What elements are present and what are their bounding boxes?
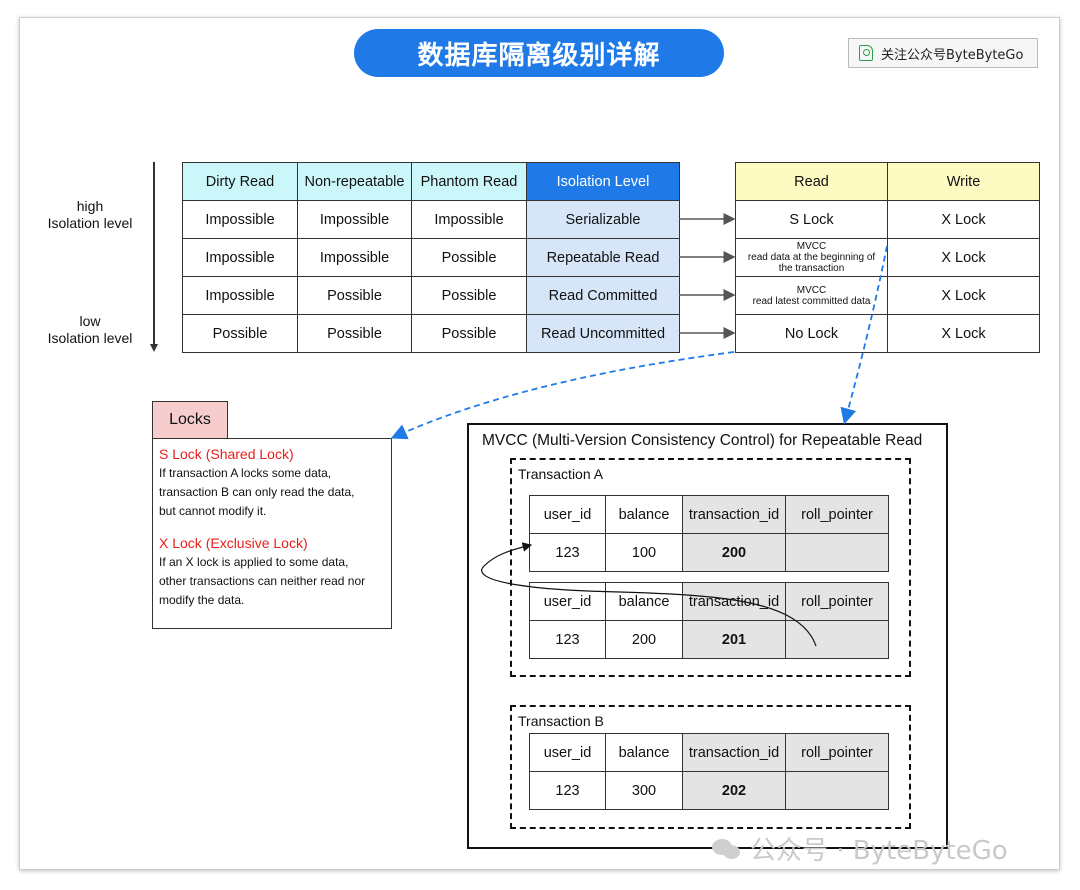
- high-isolation-label: high Isolation level: [30, 198, 150, 232]
- transaction-a-record-1: user_id balance transaction_id roll_poin…: [529, 495, 889, 572]
- table-row: S Lock X Lock: [735, 200, 1040, 239]
- transaction-a-box: [510, 458, 911, 677]
- column-header: user_id: [529, 733, 606, 772]
- watermark-text: 公众号 · ByteByteGo: [750, 836, 1008, 866]
- table-row: user_id balance transaction_id roll_poin…: [529, 733, 889, 772]
- s-lock-line: but cannot modify it.: [159, 504, 267, 518]
- column-header: balance: [605, 495, 683, 534]
- roll-pointer-cell: [785, 533, 889, 572]
- transaction-a-label: Transaction A: [518, 466, 604, 482]
- follow-badge-label: 关注公众号ByteByteGo: [881, 47, 1024, 63]
- high-label-line1: high: [76, 198, 104, 214]
- mvcc-panel: [467, 423, 948, 849]
- x-lock-line: other transactions can neither read nor: [159, 574, 366, 588]
- transaction-id-cell: 202: [682, 771, 786, 810]
- read-cell-line: MVCC: [796, 241, 827, 252]
- page-title: 数据库隔离级别详解: [354, 29, 724, 77]
- table-row: Possible Possible Possible Read Uncommit…: [182, 314, 680, 353]
- read-cell: MVCC read latest committed data: [735, 276, 888, 315]
- column-header: balance: [605, 733, 683, 772]
- isolation-scale-arrowhead: [150, 344, 158, 352]
- bookmark-icon: [859, 45, 873, 61]
- low-isolation-label: low Isolation level: [30, 313, 150, 347]
- read-cell-line: MVCC: [796, 284, 827, 296]
- table-row: MVCC read latest committed data X Lock: [735, 276, 1040, 315]
- isolation-table-header: Dirty Read Non-repeatable Phantom Read I…: [182, 162, 680, 201]
- follow-badge[interactable]: 关注公众号ByteByteGo: [848, 38, 1038, 68]
- x-lock-line: If an X lock is applied to some data,: [159, 555, 349, 569]
- read-cell-line: read latest committed data: [752, 295, 871, 307]
- column-header: roll_pointer: [785, 733, 889, 772]
- table-cell: Possible: [411, 238, 527, 277]
- low-label-line1: low: [79, 313, 101, 329]
- read-cell-line: read data at the beginning of: [747, 252, 876, 263]
- table-cell: Possible: [182, 314, 298, 353]
- mvcc-title: MVCC (Multi-Version Consistency Control)…: [482, 432, 923, 449]
- high-label-line2: Isolation level: [47, 215, 133, 231]
- column-header: user_id: [529, 582, 606, 621]
- transaction-id-cell: 200: [682, 533, 786, 572]
- read-cell: S Lock: [735, 200, 888, 239]
- column-header: balance: [605, 582, 683, 621]
- roll-pointer-cell: [785, 771, 889, 810]
- table-cell: 100: [605, 533, 683, 572]
- mvcc-link-arrow: [840, 245, 888, 425]
- table-cell: 300: [605, 771, 683, 810]
- read-cell: No Lock: [735, 314, 888, 353]
- watermark: 公众号 · ByteByteGo: [712, 830, 1008, 867]
- s-lock-line: transaction B can only read the data,: [159, 485, 355, 499]
- s-lock-line: If transaction A locks some data,: [159, 466, 332, 480]
- isolation-level-cell: Read Uncommitted: [526, 314, 680, 353]
- column-header: transaction_id: [682, 733, 786, 772]
- table-row: No Lock X Lock: [735, 314, 1040, 353]
- locks-tab: Locks: [152, 401, 228, 438]
- table-cell: Impossible: [182, 200, 298, 239]
- wechat-icon: [712, 837, 742, 861]
- header-isolation-level: Isolation Level: [526, 162, 680, 201]
- table-cell: Impossible: [297, 238, 412, 277]
- column-header: user_id: [529, 495, 606, 534]
- transaction-b-label: Transaction B: [518, 713, 604, 729]
- table-cell: Impossible: [182, 238, 298, 277]
- column-header: roll_pointer: [785, 582, 889, 621]
- table-cell: 200: [605, 620, 683, 659]
- table-row: 123 100 200: [529, 533, 889, 572]
- table-cell: Possible: [411, 314, 527, 353]
- table-row: MVCC read data at the beginning of the t…: [735, 238, 1040, 277]
- x-lock-title: X Lock (Exclusive Lock): [159, 535, 308, 551]
- isolation-scale-arrow: [153, 162, 155, 347]
- transaction-b-record: user_id balance transaction_id roll_poin…: [529, 733, 889, 810]
- roll-pointer-arrow: [481, 542, 817, 647]
- rw-table-header: Read Write: [735, 162, 1040, 201]
- read-write-table: Read Write S Lock X Lock MVCC read data …: [735, 162, 1040, 353]
- header-phantom-read: Phantom Read: [411, 162, 527, 201]
- table-cell: Impossible: [182, 276, 298, 315]
- table-row: 123 300 202: [529, 771, 889, 810]
- locks-panel: S Lock (Shared Lock) If transaction A lo…: [152, 438, 392, 629]
- read-cell: MVCC read data at the beginning of the t…: [735, 238, 888, 277]
- header-write: Write: [887, 162, 1040, 201]
- write-cell: X Lock: [887, 314, 1040, 353]
- write-cell: X Lock: [887, 276, 1040, 315]
- isolation-level-cell: Repeatable Read: [526, 238, 680, 277]
- table-cell: 123: [529, 533, 606, 572]
- diagram-frame: [19, 17, 1060, 870]
- table-cell: 123: [529, 771, 606, 810]
- transaction-b-box: [510, 705, 911, 829]
- column-header: transaction_id: [682, 582, 786, 621]
- x-lock-line: modify the data.: [159, 593, 245, 607]
- read-cell-line: the transaction: [778, 263, 845, 274]
- table-cell: Impossible: [411, 200, 527, 239]
- transaction-id-cell: 201: [682, 620, 786, 659]
- locks-link-arrow: [390, 351, 735, 440]
- s-lock-title: S Lock (Shared Lock): [159, 446, 294, 462]
- table-cell: Impossible: [297, 200, 412, 239]
- table-cell: Possible: [297, 314, 412, 353]
- write-cell: X Lock: [887, 238, 1040, 277]
- table-row: Impossible Impossible Possible Repeatabl…: [182, 238, 680, 277]
- low-label-line2: Isolation level: [47, 330, 133, 346]
- table-row: user_id balance transaction_id roll_poin…: [529, 582, 889, 621]
